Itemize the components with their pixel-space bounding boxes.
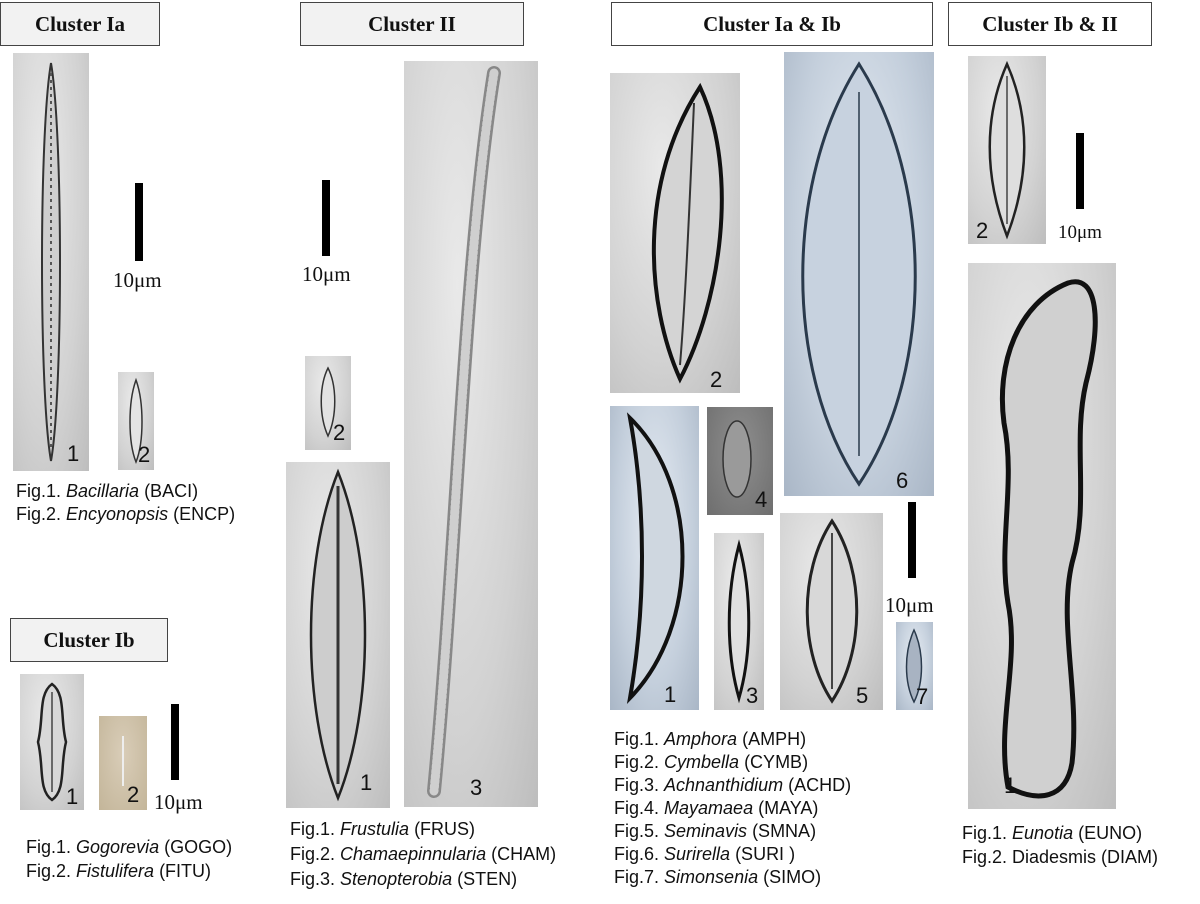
amphora-valve-shape — [626, 412, 685, 705]
micrograph-simonsenia: 7 — [896, 622, 933, 710]
scale-label: 10μm — [154, 790, 203, 814]
simonsenia-valve-shape — [905, 628, 923, 704]
micrograph-eunotia: 1 — [968, 263, 1116, 809]
cluster-ia-ib-title: Cluster Ia & Ib — [611, 2, 933, 46]
cluster-ia-ib-caption-6: Fig.6. Surirella (SURI ) — [614, 844, 796, 864]
cluster-ii-caption-2: Fig.2. Chamaepinnularia (CHAM) — [290, 844, 557, 864]
frustulia-valve-shape — [309, 468, 367, 802]
scale-label: 10μm — [113, 268, 162, 292]
bacillaria-valve-shape — [41, 62, 61, 462]
scale-label: 10μm — [1058, 222, 1102, 243]
cymbella-valve-shape — [651, 82, 724, 384]
seminavis-valve-shape — [805, 518, 859, 704]
diadesmis-valve-shape — [988, 60, 1026, 240]
micrograph-stenopterobia: 3 — [404, 61, 538, 807]
cluster-ia-caption-1: Fig.1. Bacillaria (BACI) — [16, 481, 199, 501]
scale-bar — [322, 180, 330, 256]
fig-number-4: 4 — [755, 487, 768, 512]
gogorevia-valve-shape — [36, 682, 68, 802]
fig-number-3: 3 — [746, 683, 759, 708]
cluster-ii-caption-3: Fig.3. Stenopterobia (STEN) — [290, 869, 518, 889]
scale-bar — [135, 183, 143, 261]
micrograph-chamaepinnularia: 2 — [305, 356, 351, 450]
cluster-ia-ib-caption-7: Fig.7. Simonsenia (SIMO) — [614, 867, 822, 887]
micrograph-achnanthidium: 3 — [714, 533, 764, 710]
micrograph-surirella: 6 — [784, 52, 934, 496]
stenopterobia-valve-shape — [427, 66, 501, 798]
micrograph-encyonopsis: 2 — [118, 372, 154, 470]
fig-number-2: 2 — [976, 218, 989, 243]
micrograph-gogorevia: 1 — [20, 674, 84, 810]
fistulifera-valve-shape — [122, 736, 124, 786]
cluster-ia-caption-2: Fig.2. Encyonopsis (ENCP) — [16, 504, 236, 524]
scale-label: 10μm — [885, 593, 934, 617]
cluster-ib-ii-caption-2: Fig.2. Diadesmis (DIAM) — [962, 847, 1159, 867]
cluster-ib-caption-2: Fig.2. Fistulifera (FITU) — [26, 861, 212, 881]
micrograph-bacillaria: 1 — [13, 53, 89, 471]
fig-number-7: 7 — [916, 684, 929, 709]
cluster-ia-ib-caption-1: Fig.1. Amphora (AMPH) — [614, 729, 807, 749]
cluster-ib-ii-title: Cluster Ib & II — [948, 2, 1152, 46]
cluster-ia-ib-caption-5: Fig.5. Seminavis (SMNA) — [614, 821, 817, 841]
eunotia-valve-shape — [999, 279, 1098, 799]
achnanthidium-valve-shape — [727, 539, 751, 704]
scale-bar — [171, 704, 179, 780]
surirella-valve-shape — [801, 61, 917, 487]
fig-number-3: 3 — [470, 775, 483, 800]
cluster-ia-title: Cluster Ia — [0, 2, 160, 46]
micrograph-frustulia: 1 — [286, 462, 390, 808]
fig-number-2: 2 — [138, 442, 151, 467]
cluster-ia-ib-caption-2: Fig.2. Cymbella (CYMB) — [614, 752, 809, 772]
cluster-ia-ib-caption-4: Fig.4. Mayamaea (MAYA) — [614, 798, 819, 818]
chamaepinnularia-valve-shape — [320, 366, 336, 438]
fig-number-5: 5 — [856, 683, 869, 708]
scale-bar — [1076, 133, 1084, 209]
fig-number-1: 1 — [67, 441, 80, 466]
fig-number-2: 2 — [127, 782, 140, 807]
fig-number-6: 6 — [896, 468, 909, 493]
micrograph-seminavis: 5 — [780, 513, 883, 710]
fig-number-1: 1 — [1004, 773, 1017, 798]
fig-number-1: 1 — [66, 784, 79, 809]
scale-bar — [908, 502, 916, 578]
micrograph-cymbella: 2 — [610, 73, 740, 393]
mayamaea-valve-shape — [722, 420, 752, 498]
scale-label: 10μm — [302, 262, 351, 286]
cluster-ii-title: Cluster II — [300, 2, 524, 46]
micrograph-fistulifera: 2 — [99, 716, 147, 810]
micrograph-amphora: 1 — [610, 406, 699, 710]
cluster-ia-ib-caption-3: Fig.3. Achnanthidium (ACHD) — [614, 775, 852, 795]
cluster-ib-caption-1: Fig.1. Gogorevia (GOGO) — [26, 837, 233, 857]
fig-number-2: 2 — [333, 420, 346, 445]
fig-number-1: 1 — [360, 770, 373, 795]
encyonopsis-valve-shape — [129, 377, 143, 465]
micrograph-mayamaea: 4 — [707, 407, 773, 515]
fig-number-1: 1 — [664, 682, 677, 707]
fig-number-2: 2 — [710, 367, 723, 392]
cluster-ib-ii-caption-1: Fig.1. Eunotia (EUNO) — [962, 823, 1143, 843]
cluster-ib-title: Cluster Ib — [10, 618, 168, 662]
cluster-ii-caption-1: Fig.1. Frustulia (FRUS) — [290, 819, 476, 839]
micrograph-diadesmis: 2 — [968, 56, 1046, 244]
